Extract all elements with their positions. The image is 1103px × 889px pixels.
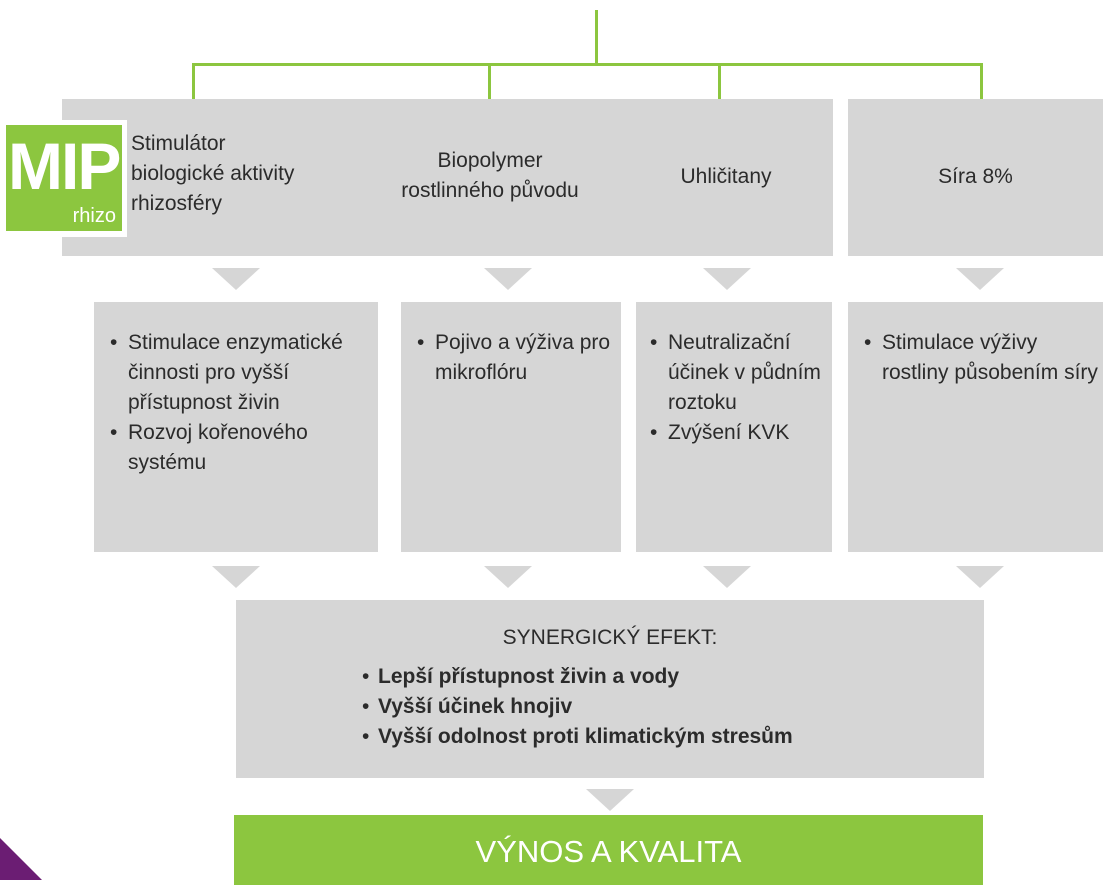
connector-trunk xyxy=(595,10,598,66)
synergy-list: Lepší přístupnost živin a vody Vyšší úči… xyxy=(362,662,793,752)
arrow-down-2a xyxy=(484,268,532,290)
effect-item: Zvýšení KVK xyxy=(650,418,828,448)
component-title-sulfur: Síra 8% xyxy=(938,165,1013,188)
connector-branch-2 xyxy=(488,63,491,99)
effect-item: Neutralizační účinek v půdním roztoku xyxy=(650,328,828,418)
arrow-down-4a xyxy=(956,268,1004,290)
arrow-down-3b xyxy=(703,566,751,588)
connector-horizontal xyxy=(192,63,983,66)
logo-main-text: MIP xyxy=(8,129,121,203)
arrow-down-3a xyxy=(703,268,751,290)
effects-list-sulfur: Stimulace výživy rostliny působením síry xyxy=(864,328,1100,388)
mip-rhizo-logo: MIP rhizo xyxy=(0,120,127,237)
sulfur-header-box xyxy=(848,99,1103,256)
synergy-item: Vyšší účinek hnojiv xyxy=(362,692,793,722)
arrow-down-1b xyxy=(212,566,260,588)
effects-list-stimulator: Stimulace enzymatické činnosti pro vyšší… xyxy=(110,328,372,478)
component-title-carbonates: Uhličitany xyxy=(680,165,772,188)
arrow-down-final xyxy=(586,789,634,811)
effects-list-biopolymer: Pojivo a výživa pro mikroflóru xyxy=(417,328,617,388)
connector-branch-3 xyxy=(718,63,721,99)
arrow-down-2b xyxy=(484,566,532,588)
connector-branch-4 xyxy=(980,63,983,99)
decorative-corner xyxy=(0,838,42,880)
synergy-title: SYNERGICKÝ EFEKT: xyxy=(502,626,718,649)
logo-badge: MIP rhizo xyxy=(6,125,122,231)
component-title-biopolymer: Biopolymer rostlinného původu xyxy=(401,149,579,202)
effects-list-carbonates: Neutralizační účinek v půdním roztoku Zv… xyxy=(650,328,828,448)
arrow-down-1a xyxy=(212,268,260,290)
connector-branch-1 xyxy=(192,63,195,99)
components-header-box xyxy=(62,99,833,256)
result-banner: VÝNOS A KVALITA xyxy=(234,815,983,885)
logo-sub-text: rhizo xyxy=(72,205,116,227)
synergy-item: Vyšší odolnost proti klimatickým stresům xyxy=(362,722,793,752)
effect-item: Pojivo a výživa pro mikroflóru xyxy=(417,328,617,388)
effect-item: Stimulace enzymatické činnosti pro vyšší… xyxy=(110,328,372,418)
effect-item: Stimulace výživy rostliny působením síry xyxy=(864,328,1100,388)
component-title-stimulator: Stimulátor biologické aktivity rhizosfér… xyxy=(131,132,295,215)
synergy-item: Lepší přístupnost živin a vody xyxy=(362,662,793,692)
effect-item: Rozvoj kořenového systému xyxy=(110,418,372,478)
arrow-down-4b xyxy=(956,566,1004,588)
